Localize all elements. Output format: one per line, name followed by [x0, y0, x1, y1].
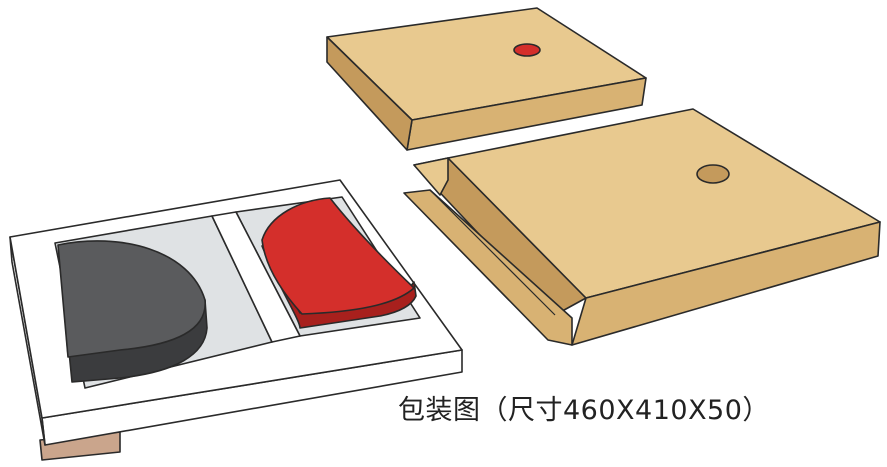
- sleeve-flap: [403, 189, 573, 346]
- box-lid: [326, 7, 647, 151]
- insert-tray: [9, 179, 463, 461]
- sleeve-front-side: [571, 221, 881, 346]
- lid-finger-hole: [513, 43, 541, 57]
- gray-disc: [57, 240, 208, 383]
- lid-left-side: [326, 36, 413, 151]
- red-disc: [261, 197, 417, 329]
- tray-divider: [211, 211, 301, 343]
- caption-text: 包装图（尺寸460X410X50）: [398, 395, 770, 426]
- sleeve-inner-wall: [413, 157, 449, 196]
- sleeve-finger-hole: [696, 164, 730, 184]
- box-sleeve: [403, 108, 881, 346]
